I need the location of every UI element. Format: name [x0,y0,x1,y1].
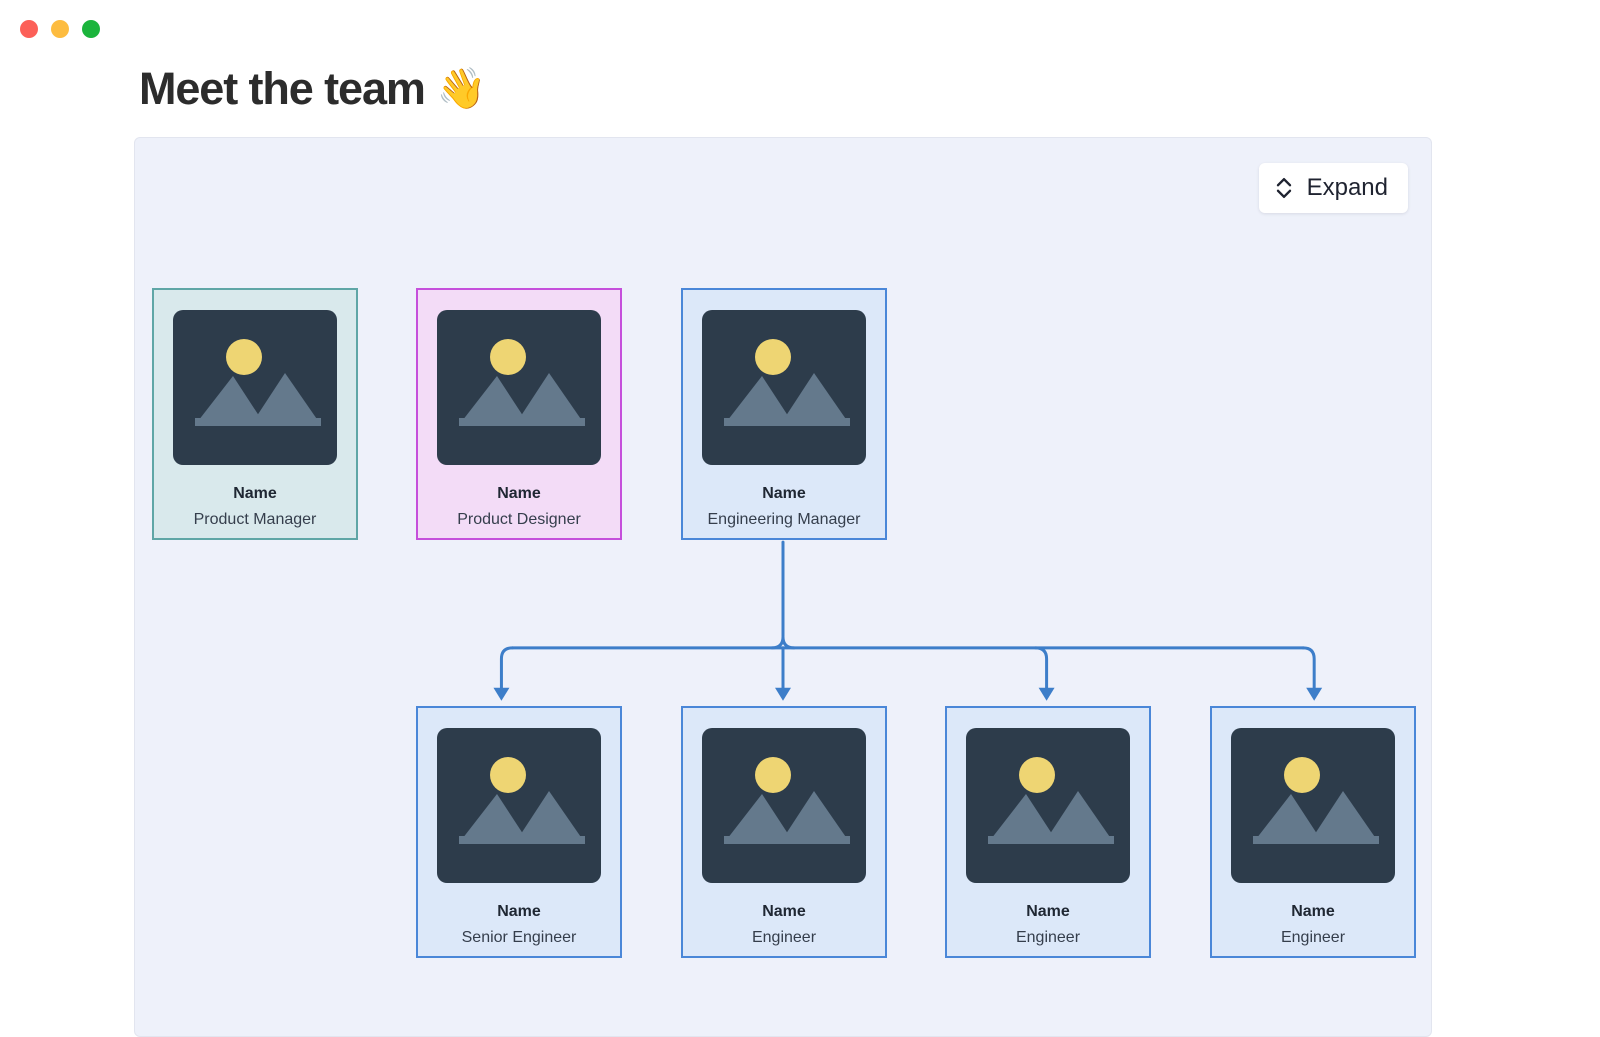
connector-arrowheads [493,687,1323,701]
person-role: Engineering Manager [707,511,861,528]
org-card-engineer-2[interactable]: Name Engineer [945,706,1151,958]
expand-button[interactable]: Expand [1258,163,1408,213]
person-role: Engineer [1015,929,1081,946]
person-role: Product Manager [193,511,317,528]
close-button[interactable] [20,20,38,38]
image-placeholder-icon [1231,728,1395,883]
expand-button-label: Expand [1306,174,1388,201]
org-chart-canvas[interactable]: Expand [134,137,1432,1037]
person-name: Name [497,903,541,920]
person-role: Engineer [1280,929,1346,946]
chevron-up-down-icon [1273,175,1295,201]
person-name: Name [1291,903,1335,920]
person-name: Name [762,903,806,920]
waving-hand-icon: 👋 [436,66,487,111]
org-card-senior-engineer[interactable]: Name Senior Engineer [416,706,622,958]
person-role: Engineer [751,929,817,946]
page-title-text: Meet the team [139,63,426,114]
window-traffic-lights [20,20,100,38]
org-card-product-manager[interactable]: Name Product Manager [152,288,358,540]
person-name: Name [233,485,277,502]
image-placeholder-icon [702,310,866,465]
image-placeholder-icon [173,310,337,465]
page-title: Meet the team 👋 [139,63,487,115]
person-role: Product Designer [457,511,581,528]
person-name: Name [762,485,806,502]
zoom-button[interactable] [82,20,100,38]
person-name: Name [497,485,541,502]
image-placeholder-icon [437,310,601,465]
org-card-engineer-3[interactable]: Name Engineer [1210,706,1416,958]
image-placeholder-icon [702,728,866,883]
minimize-button[interactable] [51,20,69,38]
image-placeholder-icon [966,728,1130,883]
person-name: Name [1026,903,1070,920]
org-card-engineering-manager[interactable]: Name Engineering Manager [681,288,887,540]
image-placeholder-icon [437,728,601,883]
org-card-product-designer[interactable]: Name Product Designer [416,288,622,540]
person-role: Senior Engineer [461,929,577,946]
org-card-engineer-1[interactable]: Name Engineer [681,706,887,958]
